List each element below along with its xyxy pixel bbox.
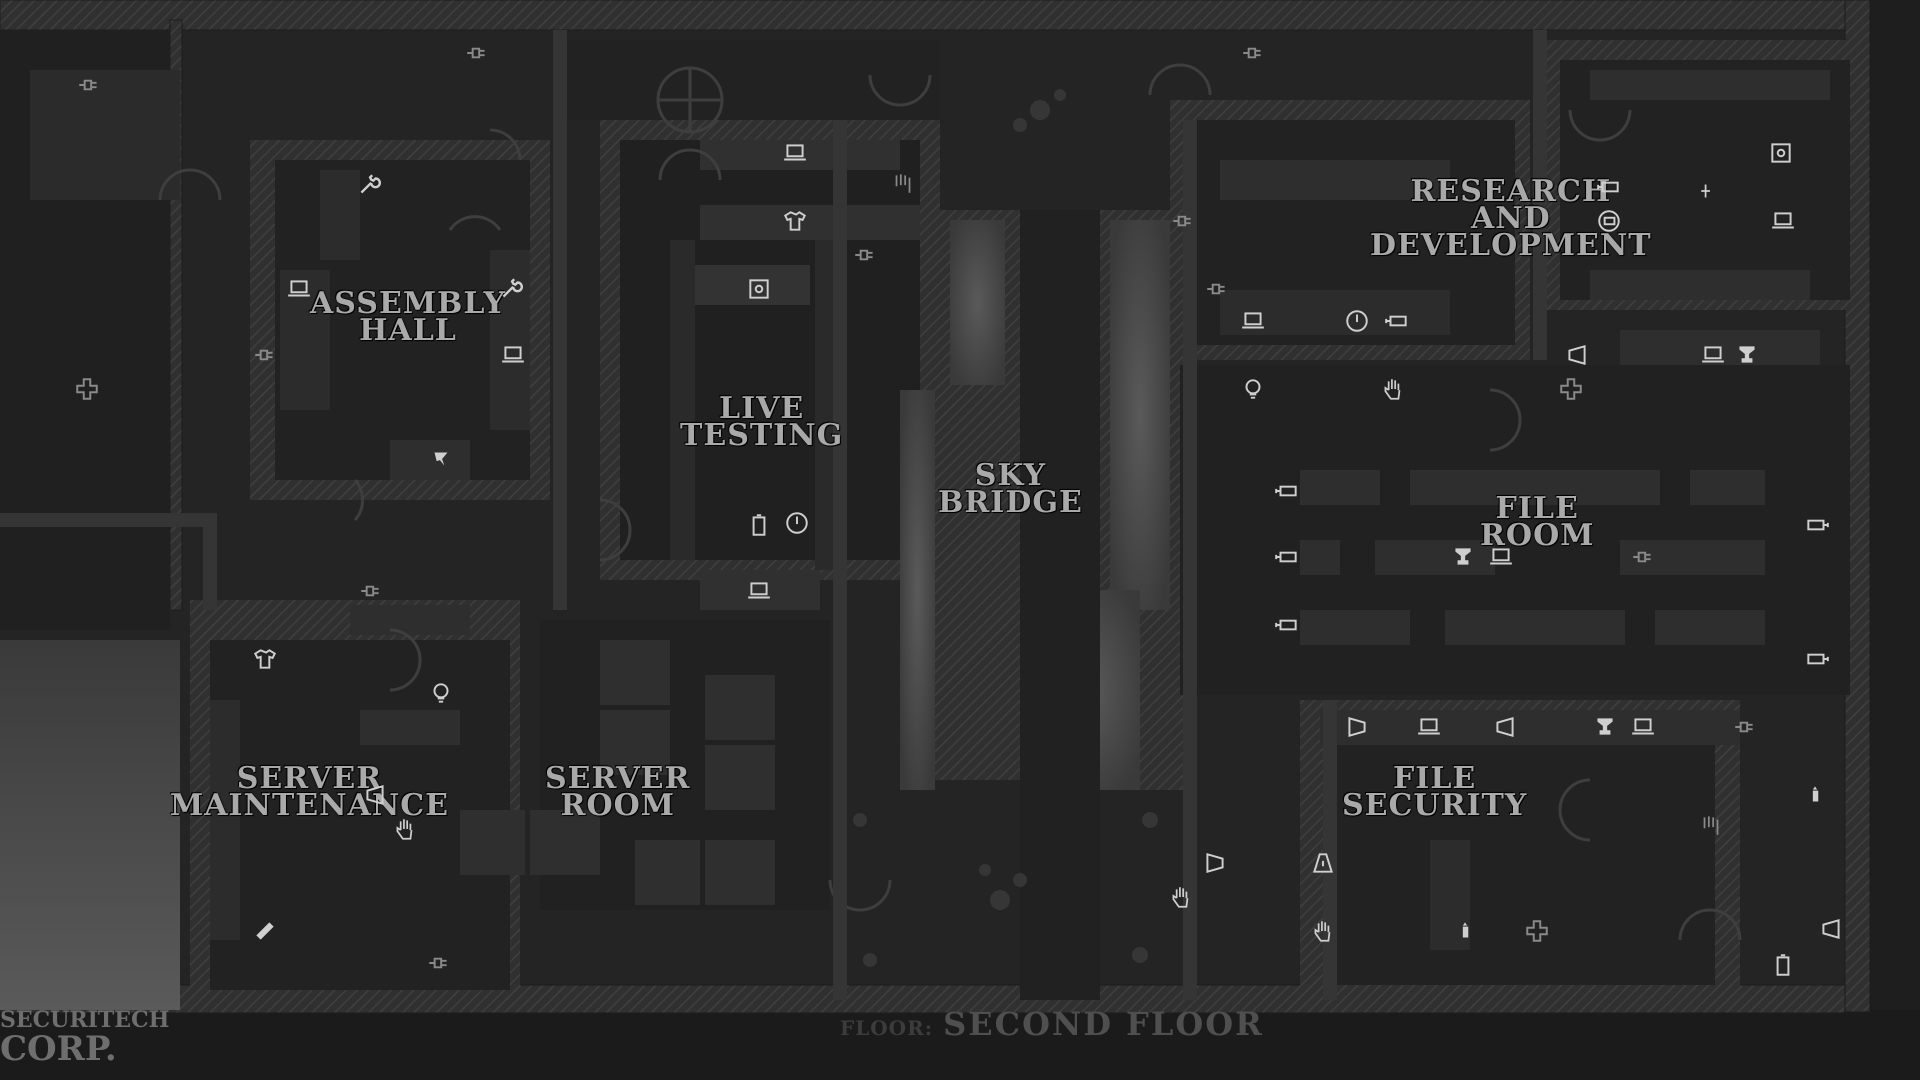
trophy-icon[interactable] <box>1732 340 1762 370</box>
laptop-icon[interactable] <box>1486 542 1516 572</box>
hand-icon[interactable] <box>1308 916 1338 946</box>
medkit-icon[interactable] <box>72 374 102 404</box>
brand-line-1: Securitech <box>0 1007 170 1033</box>
safe-icon[interactable] <box>1766 138 1796 168</box>
safe-icon[interactable] <box>744 274 774 304</box>
alarm-icon[interactable] <box>1562 340 1592 370</box>
camera-icon[interactable] <box>1382 306 1412 336</box>
alarm-icon[interactable] <box>1816 914 1846 944</box>
shirt-icon[interactable] <box>780 206 810 236</box>
laptop-icon[interactable] <box>744 576 774 606</box>
room-label-file-security: FileSecurity <box>1342 761 1528 823</box>
laptop-icon[interactable] <box>498 340 528 370</box>
door-icon[interactable] <box>1308 848 1338 878</box>
alarm-icon[interactable] <box>360 780 390 810</box>
bulb-icon[interactable] <box>1238 374 1268 404</box>
door-sign-icon[interactable] <box>1696 176 1726 206</box>
alarm-icon[interactable] <box>1490 712 1520 742</box>
alarm-icon[interactable] <box>1200 848 1230 878</box>
laptop-icon[interactable] <box>1238 306 1268 336</box>
camera-icon[interactable] <box>1272 476 1302 506</box>
wrench-icon[interactable] <box>354 170 384 200</box>
plug-icon[interactable] <box>356 576 386 606</box>
spray-icon[interactable] <box>1800 780 1830 810</box>
plug-icon[interactable] <box>1238 38 1268 68</box>
brand-logo: Securitech Corp. <box>0 1008 169 1066</box>
spray-icon[interactable] <box>426 444 456 474</box>
plug-icon[interactable] <box>462 38 492 68</box>
camera-icon[interactable] <box>1272 542 1302 572</box>
battery-icon[interactable] <box>744 510 774 540</box>
shirt-icon[interactable] <box>250 644 280 674</box>
battery-icon[interactable] <box>1768 950 1798 980</box>
camera-icon[interactable] <box>1272 610 1302 640</box>
plug-icon[interactable] <box>250 340 280 370</box>
hand-icon[interactable] <box>390 814 420 844</box>
hand-icon[interactable] <box>1378 374 1408 404</box>
laptop-icon[interactable] <box>1414 712 1444 742</box>
room-label-sky-bridge: SkyBridge <box>938 458 1083 520</box>
hand-icon[interactable] <box>1166 882 1196 912</box>
laptop-icon[interactable] <box>1628 712 1658 742</box>
camera-icon[interactable] <box>1594 172 1624 202</box>
alarm-icon[interactable] <box>1342 712 1372 742</box>
medkit-icon[interactable] <box>1522 916 1552 946</box>
plug-icon[interactable] <box>1730 712 1760 742</box>
laptop-icon[interactable] <box>284 274 314 304</box>
room-label-research: ResearchandDevelopment <box>1370 174 1652 263</box>
camera-icon[interactable] <box>1802 644 1832 674</box>
laptop-icon[interactable] <box>780 138 810 168</box>
room-label-server-maintenance: ServerMaintenance <box>170 761 449 823</box>
plug-icon[interactable] <box>1628 542 1658 572</box>
brand-line-2: Corp. <box>0 1029 117 1069</box>
laptop-icon[interactable] <box>1698 340 1728 370</box>
vent-icon[interactable] <box>888 168 918 198</box>
plug-icon[interactable] <box>74 70 104 100</box>
medkit-icon[interactable] <box>1556 374 1586 404</box>
plug-icon[interactable] <box>1168 206 1198 236</box>
room-label-server-room: ServerRoom <box>545 761 691 823</box>
plug-icon[interactable] <box>1202 274 1232 304</box>
plug-icon[interactable] <box>424 948 454 978</box>
wrench-icon[interactable] <box>496 274 526 304</box>
floor-value: Second Floor <box>943 1005 1264 1043</box>
laptop-icon[interactable] <box>1768 206 1798 236</box>
floor-label: Floor: <box>840 1016 934 1040</box>
plug-icon[interactable] <box>850 240 880 270</box>
power-icon[interactable] <box>782 508 812 538</box>
trophy-icon[interactable] <box>1448 542 1478 572</box>
trophy-icon[interactable] <box>1590 712 1620 742</box>
room-label-file-room: FileRoom <box>1480 491 1595 553</box>
bulb-icon[interactable] <box>426 678 456 708</box>
room-label-assembly-hall: AssemblyHall <box>310 286 506 348</box>
vent-icon[interactable] <box>1696 810 1726 840</box>
room-label-live-testing: LiveTesting <box>680 391 844 453</box>
camera-icon[interactable] <box>1802 510 1832 540</box>
spray-icon[interactable] <box>1450 916 1480 946</box>
bandage-icon[interactable] <box>250 916 280 946</box>
camera-icon[interactable] <box>1594 206 1624 236</box>
power-icon[interactable] <box>1342 306 1372 336</box>
floor-indicator[interactable]: Floor: Second Floor <box>840 1005 1264 1043</box>
